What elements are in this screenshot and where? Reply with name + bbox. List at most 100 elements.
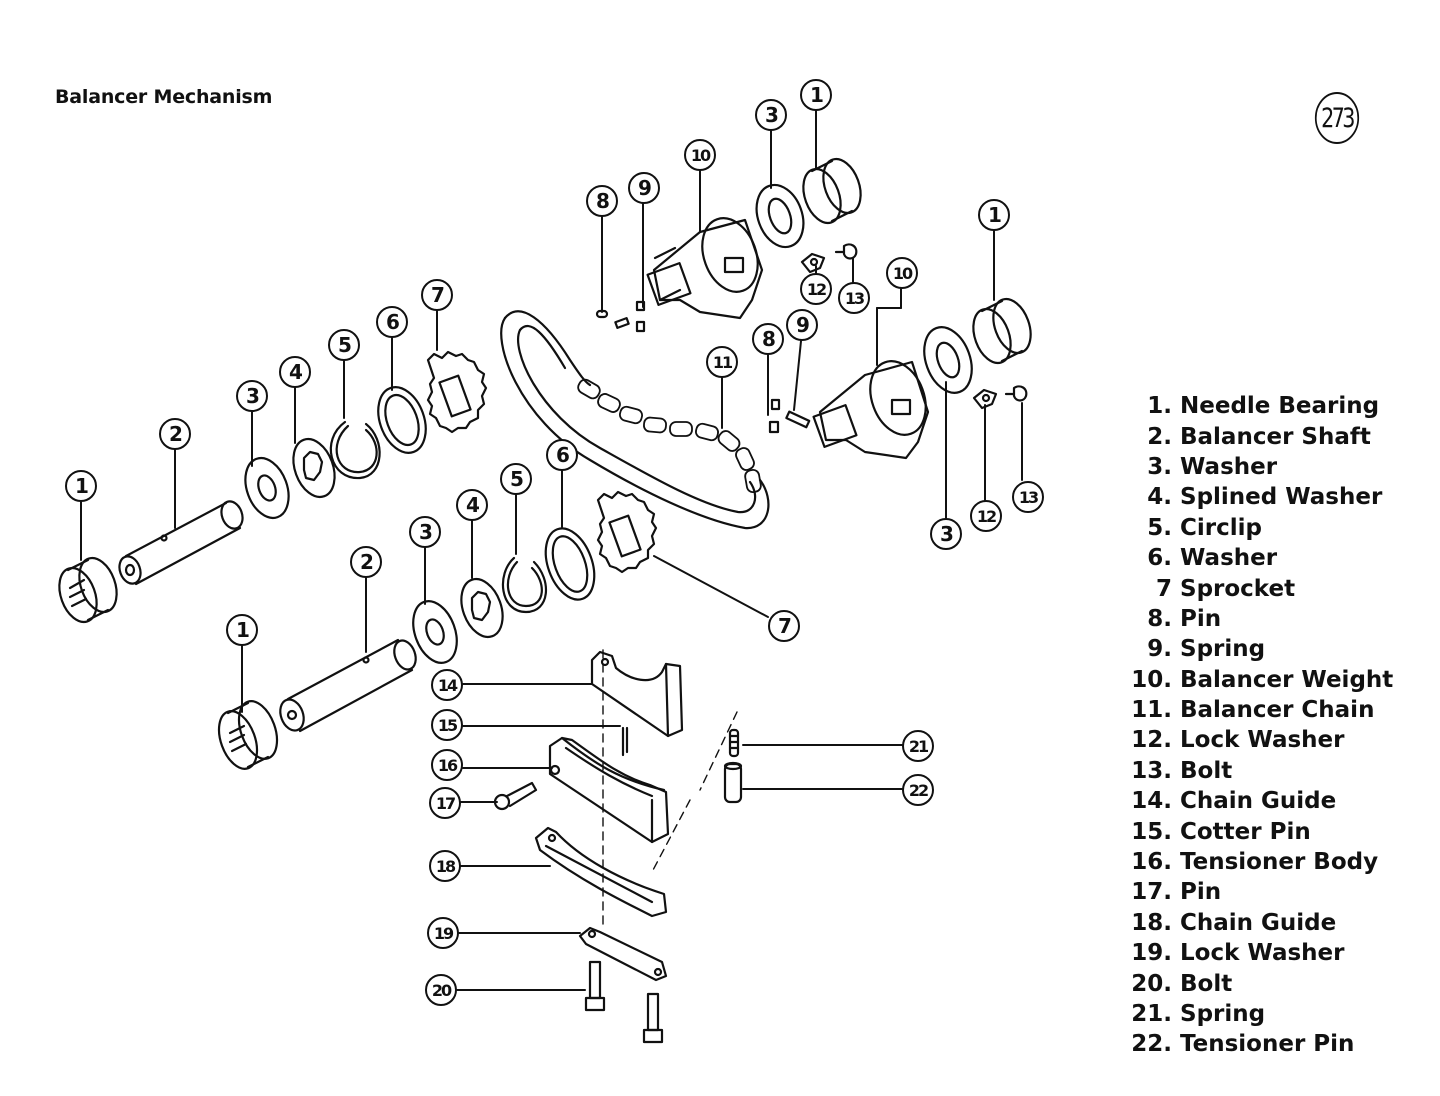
callout-1[interactable]: 1 [226,614,258,646]
legend-part-name: Pin [1180,605,1222,632]
callout-8[interactable]: 8 [586,185,618,217]
legend-number: 4. [1147,484,1172,511]
callout-11[interactable]: 11 [706,346,738,378]
callout-3[interactable]: 3 [755,99,787,131]
legend-number: 2. [1147,423,1172,450]
callout-7[interactable]: 7 [421,279,453,311]
callout-5[interactable]: 5 [500,463,532,495]
circlip-upper-5 [329,420,381,480]
pins-springs-upper [595,300,646,333]
legend-part-name: Chain Guide [1180,788,1337,815]
spring-21 [728,728,740,758]
callout-16[interactable]: 16 [431,749,463,781]
callout-8[interactable]: 8 [752,323,784,355]
legend-number: 11. [1131,697,1172,724]
callout-4[interactable]: 4 [456,489,488,521]
callout-14[interactable]: 14 [431,669,463,701]
legend-number: 20. [1131,970,1172,997]
callout-22[interactable]: 22 [902,774,934,806]
callout-21[interactable]: 21 [902,730,934,762]
callout-13[interactable]: 13 [838,282,870,314]
legend-item: 1.Needle Bearing [1120,391,1393,421]
legend-part-name: Spring [1180,1001,1266,1027]
needle-bearing-upper-left [58,556,118,624]
callout-2[interactable]: 2 [159,418,191,450]
callout-9[interactable]: 9 [628,172,660,204]
callout-3[interactable]: 3 [409,516,441,548]
legend-number: 9. [1147,636,1172,663]
legend-part-name: Bolt [1180,970,1233,997]
tensioner-pin-22 [723,761,743,804]
washer-lower-right-3 [923,326,973,394]
callout-9[interactable]: 9 [786,309,818,341]
callout-1[interactable]: 1 [65,470,97,502]
callout-15[interactable]: 15 [431,709,463,741]
splined-washer-upper-4 [292,437,336,499]
legend-item: 22.Tensioner Pin [1120,1029,1393,1059]
callout-7[interactable]: 7 [768,610,800,642]
legend-item: 17.Pin [1120,877,1393,907]
legend-part-name: Splined Washer [1180,484,1383,511]
balancer-weight-upper [646,217,764,320]
chain-guide-14 [590,650,684,738]
legend-number: 15. [1131,818,1172,845]
legend-part-name: Pin [1180,879,1222,906]
legend-part-name: Sprocket [1180,575,1296,602]
needle-bearing-upper-right [802,157,862,225]
callout-19[interactable]: 19 [427,917,459,949]
washer-upper-6 [377,386,427,454]
legend-item: 21. Spring [1120,999,1393,1029]
lock-washer-bolt-lower [972,385,1028,410]
legend-item: 12.Lock Washer [1120,725,1393,755]
callout-4[interactable]: 4 [279,356,311,388]
legend-number: 12. [1131,727,1172,754]
bolt-20-b [642,992,664,1044]
legend-number: 1. [1147,393,1172,420]
legend-item: 5.Circlip [1120,513,1393,543]
legend-item: 6. Washer [1120,543,1393,573]
callout-2[interactable]: 2 [350,546,382,578]
legend-item: 9. Spring [1120,634,1393,664]
balancer-weight-lower [812,360,930,460]
splined-washer-lower-4 [460,577,504,639]
callout-3[interactable]: 3 [930,518,962,550]
callout-18[interactable]: 18 [429,850,461,882]
legend-item: 2. Balancer Shaft [1120,421,1393,451]
legend-part-name: Balancer Chain [1180,697,1375,724]
legend-number: 21. [1131,1001,1172,1027]
bolt-20-a [584,960,606,1012]
callout-10[interactable]: 10 [886,257,918,289]
legend-part-name: Balancer Shaft [1180,423,1371,450]
balancer-shaft-upper [118,500,244,586]
legend-item: 10.Balancer Weight [1120,665,1393,695]
needle-bearing-lower-right [972,297,1032,365]
callout-17[interactable]: 17 [429,787,461,819]
legend-part-name: Spring [1180,636,1266,663]
callout-1[interactable]: 1 [978,199,1010,231]
callout-3[interactable]: 3 [236,380,268,412]
callout-13[interactable]: 13 [1012,481,1044,513]
callout-12[interactable]: 12 [970,500,1002,532]
callout-1[interactable]: 1 [800,79,832,111]
callout-20[interactable]: 20 [425,974,457,1006]
balancer-chain [500,310,770,530]
legend-part-name: Lock Washer [1180,940,1345,967]
callout-6[interactable]: 6 [546,439,578,471]
legend-part-name: Washer [1180,545,1278,572]
legend-item: 3.Washer [1120,452,1393,482]
legend-number: 13. [1131,757,1172,784]
pins-springs-lower [768,398,811,434]
parts-legend: 1.Needle Bearing 2.Balancer Shaft 3.Wash… [1120,391,1393,1060]
legend-number: 3. [1147,453,1172,480]
legend-item: 11. Balancer Chain [1120,695,1393,725]
tensioner-body-16 [548,736,670,844]
callout-12[interactable]: 12 [800,273,832,305]
chain-links [577,378,762,493]
legend-number: 6. [1147,545,1172,572]
legend-item: 8.Pin [1120,604,1393,634]
legend-part-name: Circlip [1180,514,1262,541]
pin-17 [493,781,538,811]
callout-5[interactable]: 5 [328,329,360,361]
callout-10[interactable]: 10 [684,139,716,171]
callout-6[interactable]: 6 [376,306,408,338]
